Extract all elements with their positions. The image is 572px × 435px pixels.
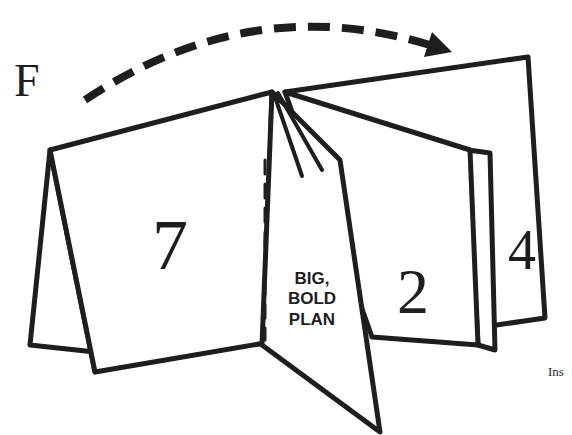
spine-line	[264, 160, 267, 340]
panel-title: BIG, BOLD PLAN	[284, 269, 340, 330]
page-box: 7	[150, 207, 190, 283]
page-box: 4	[506, 220, 538, 280]
fold-arrow	[85, 27, 430, 100]
callout-number: 4	[508, 222, 536, 278]
fold-letter: F	[14, 58, 40, 104]
panel-box: BIG, BOLD PLAN	[282, 267, 342, 332]
arrow-head	[424, 32, 452, 57]
fold-line	[278, 93, 322, 170]
page-box: 2	[395, 258, 431, 326]
cut-off-text: Ins	[548, 365, 564, 378]
page-panel	[50, 92, 272, 372]
callout-number: 2	[397, 260, 429, 324]
callout-number: 7	[152, 209, 188, 281]
fold-line	[274, 94, 302, 176]
center-panel	[262, 92, 380, 432]
